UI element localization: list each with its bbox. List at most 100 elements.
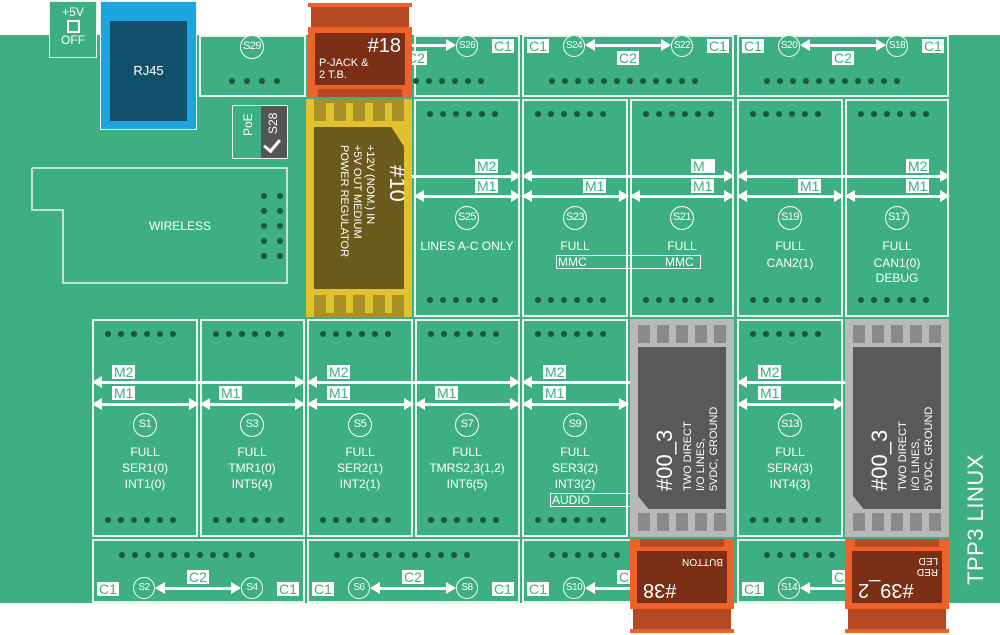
socket-s21[interactable]: S21 [670,206,694,230]
m1-tag: M1 [475,178,499,194]
socket-s25[interactable]: S25 [455,206,479,230]
pin-row [105,517,176,523]
pin-row [535,297,606,303]
module-38-id: #38 [643,579,677,601]
m1-arrow [845,190,950,202]
slot-s1[interactable] [92,319,198,537]
square-toggle-icon [66,20,80,33]
c1-tag: C1 [742,581,764,597]
pin-row [535,517,606,523]
module-00-3-a-line3: 5VDC, GROUND [708,406,720,491]
slot-s13[interactable] [737,319,843,537]
module-18-line1: P-JACK & [319,57,369,69]
slot-label: SER4(3) [766,461,813,475]
socket-s23[interactable]: S23 [563,206,587,230]
slot-s25[interactable] [414,99,520,317]
socket-s24[interactable]: S24 [563,35,585,57]
module-39-2-red-led[interactable]: #39_2 RED LED [845,539,949,633]
pin-row [643,297,714,303]
c2-tag: C2 [187,569,209,585]
m2-arrow [737,376,847,388]
pin-row [428,331,499,337]
slot-top-s24-s22[interactable] [522,35,734,97]
c1-tag: C1 [312,581,334,597]
pin-row [858,111,929,117]
socket-s29[interactable]: S29 [240,35,264,59]
wireless-pins [261,193,285,259]
slot-label: INT2(1) [339,477,381,491]
slot-label: FULL [237,445,267,459]
socket-s7[interactable]: S7 [455,413,479,437]
slot-s5[interactable] [307,319,413,537]
slot-s19[interactable] [737,99,843,317]
socket-s10[interactable]: S10 [563,577,585,599]
socket-s14[interactable]: S14 [778,577,800,599]
socket-s3[interactable]: S3 [240,413,264,437]
socket-s18[interactable]: S18 [886,35,908,57]
c1-tag: C1 [742,38,764,54]
module-00-3-b-id: #00_3 [867,429,892,491]
module-38-button[interactable]: #38 BUTTON [630,539,734,633]
slot-s21[interactable] [630,99,734,317]
pin-row [750,331,821,337]
slot-bottom-s6-s8[interactable] [307,539,520,603]
slot-s3[interactable] [200,319,305,537]
slot-s17[interactable] [845,99,949,317]
slot-top-s20-s18[interactable] [737,35,949,97]
m1-arrow [737,190,844,202]
slot-label: FULL [452,445,482,459]
c2-tag: C2 [617,50,639,66]
module-10-regulator[interactable]: #10 +12V (NOM.) IN +5V OUT MEDIUM POWER … [306,99,412,317]
rj45-connector[interactable]: RJ45 [100,1,197,130]
socket-s17[interactable]: S17 [885,206,909,230]
m1-arrow [200,398,305,410]
slot-label: FULL [882,239,912,253]
module-00-3-a[interactable]: #00_3 TWO DIRECT I/O LINES, 5VDC, GROUND [630,319,734,537]
rj45-label: RJ45 [133,63,164,78]
pin-row [119,552,255,558]
module-18-line2: 2 T.B. [319,69,347,81]
pin-row [213,331,284,337]
socket-s22[interactable]: S22 [671,35,693,57]
pin-row [750,297,821,303]
module-18-p-jack[interactable]: #18 P-JACK & 2 T.B. [308,3,412,97]
socket-s4[interactable]: S4 [241,577,263,599]
module-00-3-b[interactable]: #00_3 TWO DIRECT I/O LINES, 5VDC, GROUND [845,319,949,537]
slot-bottom-s2-s4[interactable] [92,539,305,603]
pin-row [643,111,714,117]
mmc-group-box [556,255,701,269]
socket-s8[interactable]: S8 [456,577,478,599]
m1-tag: M1 [906,178,930,194]
slot-label: DEBUG [875,271,919,285]
poe-jumper[interactable]: PoE S28 [232,105,288,159]
socket-s13[interactable]: S13 [778,413,802,437]
m1-arrow [307,398,414,410]
slot-s23[interactable] [522,99,628,317]
socket-s9[interactable]: S9 [563,413,587,437]
socket-s5[interactable]: S5 [348,413,372,437]
c1-tag: C1 [492,581,514,597]
pin-row [549,78,698,84]
power-switch[interactable]: +5V OFF [49,1,97,58]
socket-s2[interactable]: S2 [133,577,155,599]
c1-tag: C1 [277,581,299,597]
slot-label: SER2(1) [336,461,383,475]
socket-s26[interactable]: S26 [456,35,478,57]
slot-label: LINES A-C ONLY [420,239,514,253]
slot-label: FULL [130,445,160,459]
pin-row [427,111,498,117]
slot-s7[interactable] [415,319,520,537]
socket-s6[interactable]: S6 [348,577,370,599]
socket-s1[interactable]: S1 [133,413,157,437]
c2-arrow [800,39,886,51]
m1-tag: M1 [435,385,459,401]
c1-tag: C1 [97,581,119,597]
module-10-line1: +12V (NOM.) IN [364,145,376,225]
rj45-jack: RJ45 [110,21,187,121]
m-arrow [522,170,734,182]
pin-row [413,78,484,84]
socket-s20[interactable]: S20 [778,35,800,57]
module-10-line3: POWER REGULATOR [338,145,350,258]
slot-s9[interactable] [522,319,628,537]
socket-s19[interactable]: S19 [778,206,802,230]
